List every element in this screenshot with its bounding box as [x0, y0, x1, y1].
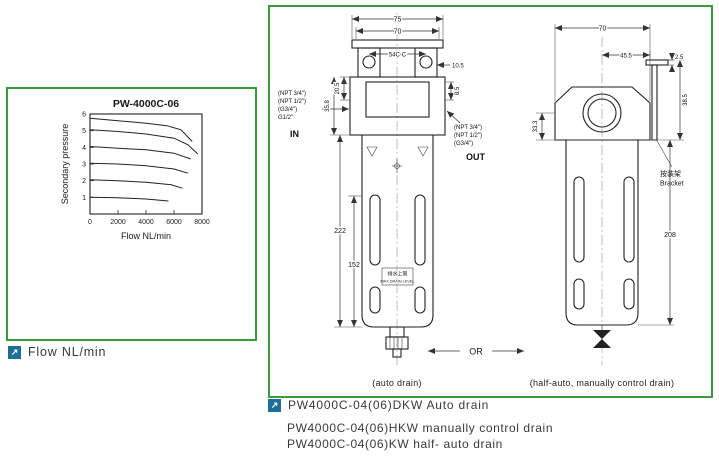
dimension-drawing-panel: 排水上限 MAX.DRAIN LEVEL — [268, 5, 713, 398]
svg-text:2: 2 — [82, 178, 86, 185]
in-thread-4: G1/2" — [278, 115, 293, 121]
manual-drain-valve — [593, 325, 611, 348]
bracket-label-cn: 按装架 — [660, 169, 681, 178]
dim-2-5: 2.5 — [675, 55, 684, 61]
technical-drawing: 排水上限 MAX.DRAIN LEVEL — [278, 13, 690, 388]
left-unit-bowl: 排水上限 MAX.DRAIN LEVEL — [361, 134, 434, 328]
mounting-bracket — [651, 64, 658, 141]
out-thread-2: (NPT 1/2") — [454, 133, 482, 139]
svg-text:0: 0 — [88, 219, 92, 226]
model-auto-drain: PW4000C-04(06)DKW Auto drain — [288, 398, 490, 412]
dim-152: 152 — [348, 262, 360, 269]
level-plate-line1: 排水上限 — [387, 271, 407, 278]
svg-text:5: 5 — [82, 128, 86, 135]
dim-70-right: 70 — [599, 26, 607, 33]
right-unit-dimension-lines — [536, 24, 684, 326]
dim-222: 222 — [334, 228, 346, 235]
in-label: IN — [290, 129, 299, 139]
dim-54cc: 54C-C — [389, 53, 407, 59]
svg-text:2000: 2000 — [110, 219, 126, 226]
in-thread-2: (NPT 1/2") — [278, 99, 306, 105]
in-thread-3: (G3/4") — [278, 107, 297, 113]
dim-8-5: 8.5 — [455, 86, 461, 95]
link-arrow-icon: ↗ — [8, 345, 21, 359]
dim-208: 208 — [664, 232, 676, 239]
model-manual-drain: PW4000C-04(06)HKW manually control drain — [287, 421, 554, 435]
or-label: OR — [469, 347, 483, 357]
link-arrow-icon: ↗ — [268, 398, 281, 412]
or-connector: OR — [428, 347, 524, 357]
dim-33-3: 33.3 — [533, 120, 539, 132]
flow-chart: PW-4000C-06 0 2000 4000 6000 8000 1 2 3 4 5 6 Flow… — [60, 98, 210, 241]
auto-drain-fitting — [385, 326, 409, 358]
chart-xlabel: Flow NL/min — [121, 231, 171, 241]
right-unit-bowl — [565, 139, 639, 326]
model-half-auto-drain: PW4000C-04(06)KW half- auto drain — [287, 437, 503, 451]
half-auto-caption: (half-auto, manually control drain) — [530, 378, 675, 388]
svg-text:4000: 4000 — [138, 219, 154, 226]
out-label: OUT — [466, 152, 486, 162]
chart-ylabel: Secondary pressure — [60, 124, 70, 205]
svg-text:6000: 6000 — [166, 219, 182, 226]
out-thread-1: (NPT 3/4") — [454, 125, 482, 131]
chart-ticks: 0 2000 4000 6000 8000 1 2 3 4 5 6 — [82, 112, 210, 227]
svg-text:4: 4 — [82, 145, 86, 152]
chart-series — [89, 117, 199, 202]
level-plate-line2: MAX.DRAIN LEVEL — [381, 280, 415, 284]
right-unit-drawing: 70 45.5 2.5 38.5 33.3 208 按装架 Bracket (h… — [530, 24, 690, 388]
level-plate — [381, 267, 414, 286]
left-unit-drawing: 排水上限 MAX.DRAIN LEVEL — [278, 13, 486, 388]
dim-75: 75 — [394, 17, 402, 24]
dim-10-5: 10.5 — [452, 64, 464, 70]
outlet-port-labels: (NPT 3/4") (NPT 1/2") (G3/4") OUT — [454, 125, 486, 162]
chart-caption: Flow NL/min — [28, 345, 107, 359]
flow-chart-panel: PW-4000C-06 0 2000 4000 6000 8000 1 2 3 4 5 6 Flow… — [6, 87, 257, 341]
model-list-row-1: ↗ PW4000C-04(06)DKW Auto drain — [268, 398, 489, 412]
dim-70: 70 — [394, 29, 402, 36]
svg-text:1: 1 — [82, 195, 86, 202]
auto-drain-caption: (auto drain) — [372, 378, 422, 388]
svg-text:3: 3 — [82, 162, 86, 169]
dim-38-5: 38.5 — [683, 94, 689, 106]
in-thread-1: (NPT 3/4") — [278, 91, 306, 97]
chart-caption-row: ↗ Flow NL/min — [8, 345, 106, 359]
svg-text:6: 6 — [82, 112, 86, 119]
inlet-port-labels: (NPT 3/4") (NPT 1/2") (G3/4") G1/2" IN — [278, 91, 306, 139]
dim-20-5: 20.5 — [335, 82, 341, 94]
bracket-label-en: Bracket — [660, 181, 684, 188]
chart-title: PW-4000C-06 — [113, 98, 179, 110]
svg-text:8000: 8000 — [194, 219, 210, 226]
out-thread-3: (G3/4") — [454, 141, 473, 147]
right-unit-head — [554, 59, 669, 141]
dim-35-8: 35.8 — [325, 100, 331, 112]
dim-45-5: 45.5 — [620, 54, 632, 60]
left-unit-dimension-lines — [322, 15, 461, 328]
